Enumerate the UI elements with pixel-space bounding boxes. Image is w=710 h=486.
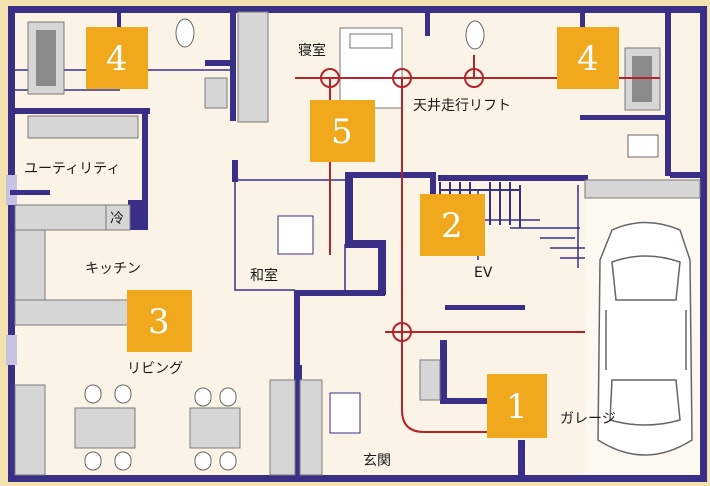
wall-right-bath xyxy=(665,6,671,176)
room-label-entrance: 玄関 xyxy=(363,452,391,469)
marker-5-number: 5 xyxy=(331,112,353,152)
wall-left xyxy=(8,112,15,482)
wall-right-bath4 xyxy=(438,175,588,181)
garage-top-bar xyxy=(584,179,701,199)
marker-3 xyxy=(127,290,192,352)
room-label-japanese: 和室 xyxy=(250,267,278,284)
room-label-living: リビング xyxy=(127,361,183,377)
room-label-garage: ガレージ xyxy=(560,411,616,427)
wall-right-bath5 xyxy=(670,172,706,178)
dining-chairs xyxy=(84,384,237,471)
dining-table-right xyxy=(189,407,241,449)
wall-bottom xyxy=(10,475,706,482)
partition-japanese xyxy=(234,179,346,291)
label-ceiling-lift: 天井走行リフト xyxy=(413,98,511,114)
bathtub-left-inner xyxy=(36,30,56,86)
wall-center-mid xyxy=(345,240,385,248)
wall-right-bath2 xyxy=(580,115,668,120)
wall-ev-top xyxy=(430,172,436,202)
wall-garage-door xyxy=(440,398,490,404)
wall-toilet-left xyxy=(205,60,235,66)
wall-toilet-col xyxy=(230,6,236,121)
wall-fridge xyxy=(128,200,148,230)
wall-top xyxy=(10,6,706,13)
fridge-box xyxy=(105,204,131,231)
wall-garage-bottom xyxy=(518,440,525,482)
wall-ev-2 xyxy=(440,340,447,402)
room-label-ev: EV xyxy=(474,265,493,281)
entrance-box xyxy=(329,392,361,434)
wall-entrance-left xyxy=(294,290,300,370)
wall-util-bottom xyxy=(10,190,50,195)
marker-4-right-number: 4 xyxy=(577,39,599,79)
sink-right xyxy=(627,134,659,158)
entrance-shelf xyxy=(299,379,323,476)
sideboard-right xyxy=(269,379,296,476)
dining-table-left xyxy=(74,407,136,449)
window-left-2 xyxy=(6,335,17,365)
car-icon xyxy=(597,221,693,456)
wall-mid-top xyxy=(425,6,430,36)
marker-4-left xyxy=(86,27,148,89)
wall-bath-left xyxy=(8,6,15,112)
utility-counter xyxy=(27,115,139,139)
wall-util-top xyxy=(10,108,150,114)
wall-util-right xyxy=(142,108,148,228)
wall-right xyxy=(700,6,707,482)
wall-ev-1 xyxy=(445,305,525,310)
toilet-right-icon xyxy=(465,20,485,50)
marker-1-number: 1 xyxy=(506,387,528,427)
fridge-label: 冷 xyxy=(110,211,124,227)
wall-center-top xyxy=(350,172,430,178)
marker-5 xyxy=(310,100,375,162)
wall-center-left xyxy=(345,172,353,244)
lift-rail-center xyxy=(401,78,490,433)
marker-2-number: 2 xyxy=(441,206,463,246)
marker-4-left-number: 4 xyxy=(106,39,128,79)
room-label-utility: ユーティリティ xyxy=(24,161,120,177)
marker-4-right xyxy=(557,27,619,89)
sink-left xyxy=(204,77,228,109)
wall-entrance-left2 xyxy=(294,365,302,482)
wall-center-drop xyxy=(378,240,386,295)
japanese-box xyxy=(277,215,314,255)
room-label-kitchen: キッチン xyxy=(85,261,141,277)
wall-center-col xyxy=(232,160,238,182)
sideboard-left xyxy=(14,384,46,476)
wall-japan-bottom xyxy=(295,290,385,296)
marker-1 xyxy=(487,374,547,438)
room-label-bedroom: 寝室 xyxy=(298,42,326,59)
counter-left xyxy=(237,11,269,123)
toilet-left-icon xyxy=(175,18,195,48)
garage-door-box xyxy=(419,359,441,401)
marker-2 xyxy=(420,194,485,256)
lift-nodes xyxy=(320,68,484,342)
bed-pillow xyxy=(349,33,393,49)
marker-3-number: 3 xyxy=(148,302,170,342)
